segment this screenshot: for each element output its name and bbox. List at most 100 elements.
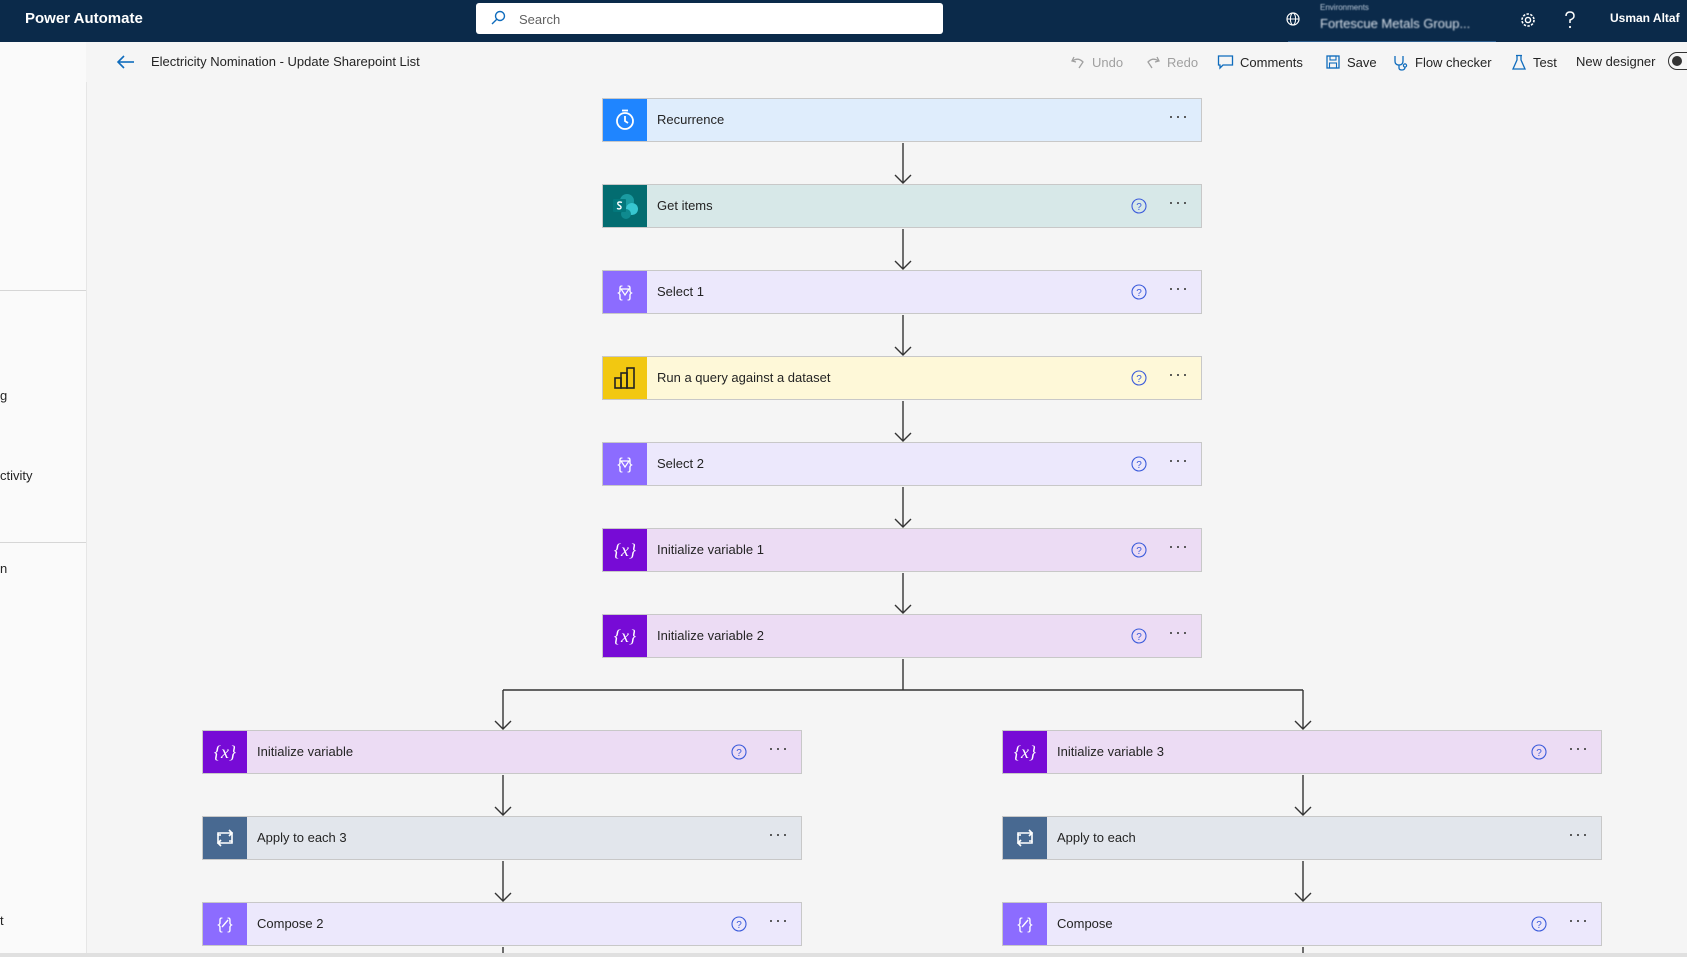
undo-button[interactable]: Undo (1070, 54, 1123, 70)
more-options-icon[interactable]: ··· (1168, 622, 1189, 642)
flow-checker-button[interactable]: Flow checker (1392, 54, 1492, 71)
help-question-icon[interactable] (1562, 10, 1578, 30)
test-label: Test (1533, 55, 1557, 70)
undo-icon (1071, 56, 1084, 69)
help-icon[interactable]: ? (731, 916, 747, 932)
action-name: Select 1 (657, 284, 704, 299)
action-card-initialize-variable-2[interactable]: {x} Initialize variable 2 ? ··· (602, 614, 1202, 658)
loop-icon (1003, 817, 1047, 859)
action-name: Apply to each (1057, 830, 1136, 845)
help-icon[interactable]: ? (1531, 744, 1547, 760)
more-options-icon[interactable]: ··· (768, 910, 789, 930)
select-icon: { } (603, 443, 647, 485)
nav-item-fragment[interactable]: g (0, 388, 8, 403)
action-name: Initialize variable 3 (1057, 744, 1164, 759)
help-icon[interactable]: ? (1131, 198, 1147, 214)
beaker-icon (1511, 54, 1527, 70)
svg-text:{ }: { } (217, 916, 233, 933)
more-options-icon[interactable]: ··· (1168, 450, 1189, 470)
action-card-apply-to-each-3[interactable]: Apply to each 3 ··· (202, 816, 802, 860)
action-card-compose-2[interactable]: { } Compose 2 ? ··· (202, 902, 802, 946)
help-icon[interactable]: ? (1131, 370, 1147, 386)
help-icon[interactable]: ? (1531, 916, 1547, 932)
svg-text:?: ? (736, 920, 742, 931)
more-options-icon[interactable]: ··· (1168, 536, 1189, 556)
environment-icon (1286, 12, 1300, 26)
settings-gear-icon[interactable] (1518, 10, 1538, 30)
new-designer-label: New designer (1576, 54, 1656, 69)
nav-item-fragment[interactable]: t (0, 913, 4, 928)
variable-icon: {x} (203, 731, 247, 773)
comments-button[interactable]: Comments (1217, 54, 1303, 70)
left-navigation: g ctivity n t (0, 42, 87, 957)
toggle-knob (1672, 56, 1682, 66)
stethoscope-icon (1394, 56, 1408, 71)
redo-icon (1147, 56, 1160, 69)
save-icon (1326, 55, 1340, 69)
action-card-select-2[interactable]: { } Select 2 ? ··· (602, 442, 1202, 486)
svg-text:?: ? (1136, 460, 1142, 471)
flow-checker-label: Flow checker (1415, 55, 1492, 70)
svg-text:?: ? (1136, 546, 1142, 557)
app-title[interactable]: Power Automate (25, 10, 143, 27)
action-name: Initialize variable 2 (657, 628, 764, 643)
help-icon[interactable]: ? (1131, 284, 1147, 300)
variable-icon: {x} (603, 615, 647, 657)
redo-button[interactable]: Redo (1145, 54, 1198, 70)
help-icon[interactable]: ? (731, 744, 747, 760)
svg-text:{x}: {x} (214, 742, 237, 762)
save-button[interactable]: Save (1325, 54, 1377, 70)
svg-text:?: ? (1536, 748, 1542, 759)
svg-text:?: ? (1136, 632, 1142, 643)
alarm-clock-icon (603, 99, 647, 141)
power-bi-icon (603, 357, 647, 399)
action-card-run-query[interactable]: Run a query against a dataset ? ··· (602, 356, 1202, 400)
more-options-icon[interactable]: ··· (1568, 910, 1589, 930)
help-icon[interactable]: ? (1131, 628, 1147, 644)
more-options-icon[interactable]: ··· (1168, 364, 1189, 384)
new-designer-toggle[interactable] (1668, 52, 1687, 70)
search-box[interactable]: Search (476, 3, 943, 34)
more-options-icon[interactable]: ··· (768, 824, 789, 844)
action-card-apply-to-each[interactable]: Apply to each ··· (1002, 816, 1602, 860)
svg-text:?: ? (1136, 374, 1142, 385)
action-card-initialize-variable-1[interactable]: {x} Initialize variable 1 ? ··· (602, 528, 1202, 572)
save-label: Save (1347, 54, 1377, 70)
variable-icon: {x} (603, 529, 647, 571)
help-icon[interactable]: ? (1131, 542, 1147, 558)
action-card-get-items[interactable]: Get items ? ··· (602, 184, 1202, 228)
svg-text:?: ? (736, 748, 742, 759)
horizontal-scrollbar[interactable] (0, 953, 1687, 957)
action-card-initialize-variable-3[interactable]: {x} Initialize variable 3 ? ··· (1002, 730, 1602, 774)
more-options-icon[interactable]: ··· (1168, 192, 1189, 212)
more-options-icon[interactable]: ··· (1568, 824, 1589, 844)
top-bar: Power Automate Search Environments Forte… (0, 0, 1687, 43)
svg-text:?: ? (1536, 920, 1542, 931)
more-options-icon[interactable]: ··· (1568, 738, 1589, 758)
user-name[interactable]: Usman Altaf (1610, 11, 1680, 25)
help-icon[interactable]: ? (1131, 456, 1147, 472)
compose-icon: { } (203, 903, 247, 945)
more-options-icon[interactable]: ··· (1168, 278, 1189, 298)
nav-divider (0, 542, 86, 543)
back-arrow-icon[interactable] (116, 54, 136, 70)
more-options-icon[interactable]: ··· (1168, 106, 1189, 126)
action-card-select-1[interactable]: { } Select 1 ? ··· (602, 270, 1202, 314)
action-name: Compose (1057, 916, 1113, 931)
svg-text:{x}: {x} (1014, 742, 1037, 762)
action-card-initialize-variable[interactable]: {x} Initialize variable ? ··· (202, 730, 802, 774)
nav-divider (0, 290, 86, 291)
action-card-compose[interactable]: { } Compose ? ··· (1002, 902, 1602, 946)
svg-text:{ }: { } (617, 456, 633, 473)
nav-item-fragment[interactable]: ctivity (0, 468, 33, 483)
command-bar (86, 42, 1687, 82)
search-placeholder: Search (519, 12, 561, 27)
nav-item-fragment[interactable]: n (0, 561, 8, 576)
svg-text:{ }: { } (1017, 916, 1033, 933)
test-button[interactable]: Test (1511, 54, 1557, 71)
action-card-recurrence[interactable]: Recurrence ··· (602, 98, 1202, 142)
more-options-icon[interactable]: ··· (768, 738, 789, 758)
environment-label: Environments (1320, 3, 1369, 12)
comments-label: Comments (1240, 54, 1303, 70)
